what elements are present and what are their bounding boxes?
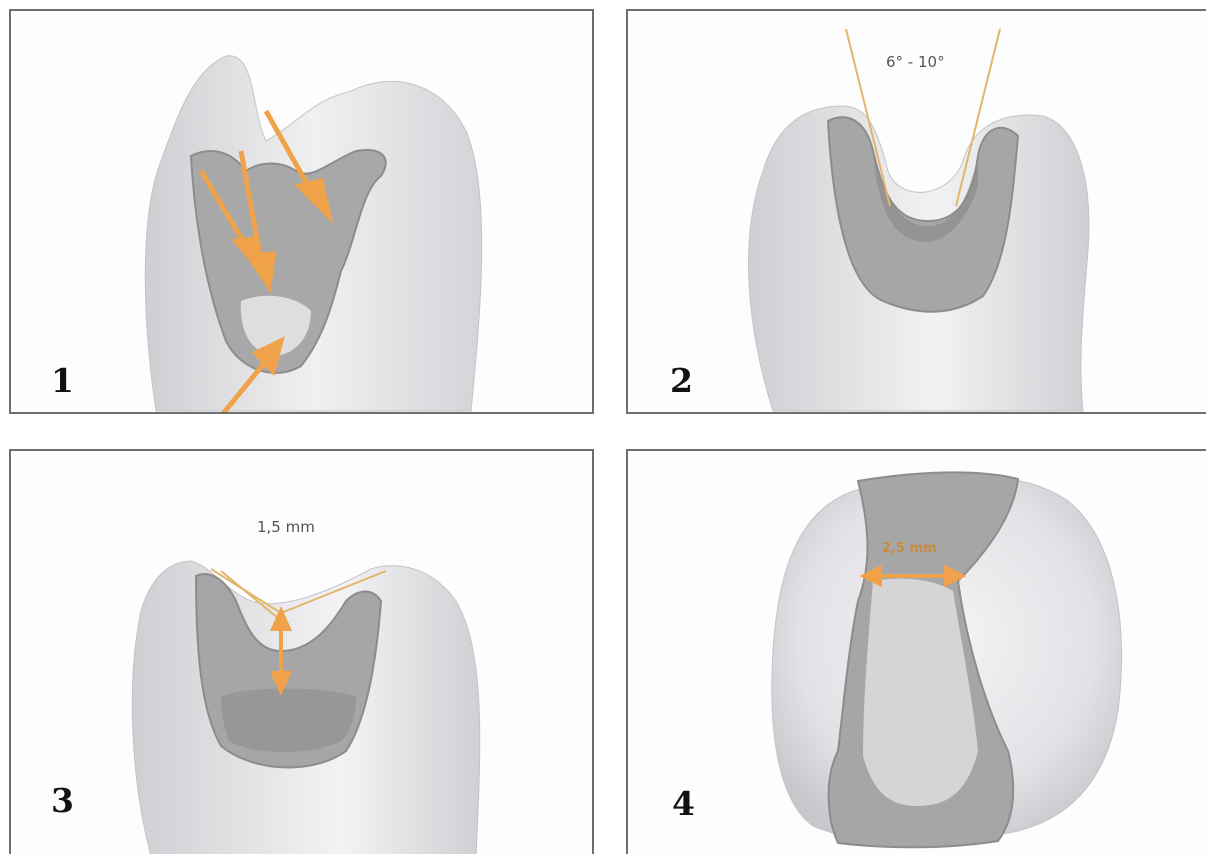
panel-3: 1,5 mm 3 bbox=[9, 449, 594, 854]
depth-label: 1,5 mm bbox=[257, 518, 315, 536]
panel-number: 2 bbox=[670, 361, 693, 400]
tooth-illustration-2 bbox=[628, 11, 1206, 414]
taper-angle-label: 6° - 10° bbox=[886, 53, 945, 71]
panel-4: 2,5 mm 4 bbox=[626, 449, 1206, 854]
panel-number: 4 bbox=[672, 784, 695, 823]
width-label: 2,5 mm bbox=[882, 541, 937, 556]
tooth-illustration-1 bbox=[11, 11, 594, 414]
tooth-illustration-4 bbox=[628, 451, 1206, 854]
panel-1: 1 bbox=[9, 9, 594, 414]
panel-number: 3 bbox=[51, 781, 74, 820]
tooth-illustration-3 bbox=[11, 451, 594, 854]
panel-2: 6° - 10° 2 bbox=[626, 9, 1206, 414]
panel-number: 1 bbox=[51, 361, 74, 400]
